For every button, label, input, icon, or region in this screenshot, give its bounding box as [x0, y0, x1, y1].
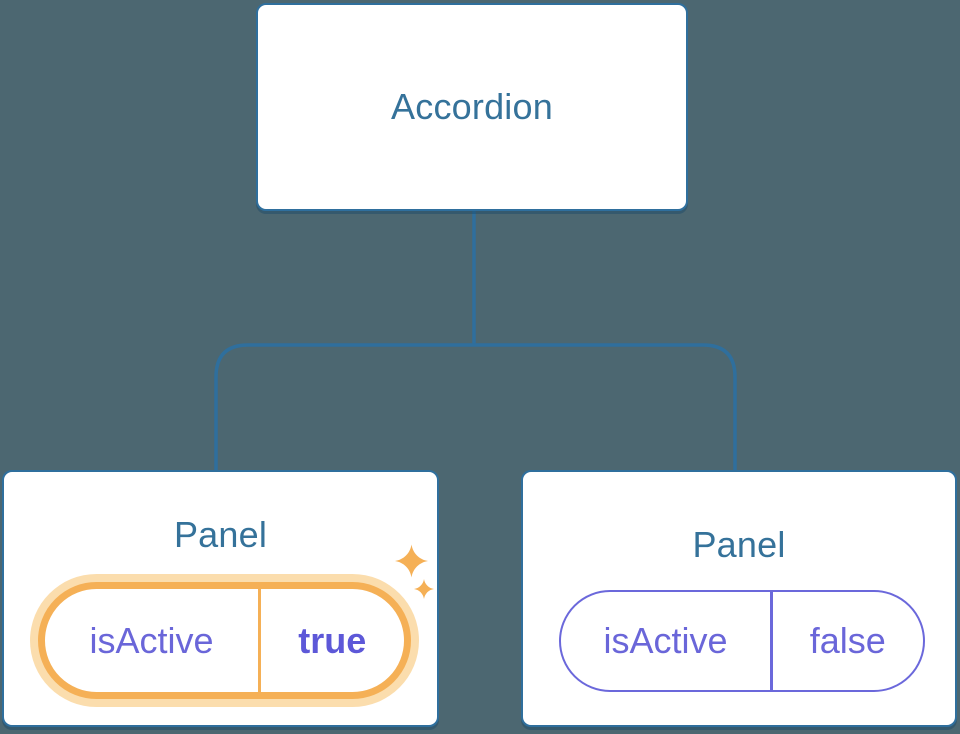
accordion-node: Accordion — [256, 3, 688, 211]
prop-value-label: false — [809, 620, 886, 661]
panel-node-inactive: Panel isActive false — [521, 470, 957, 727]
panel-node-active: Panel isActive true — [2, 470, 439, 727]
panel-node-label: Panel — [173, 514, 268, 555]
prop-pill-active: isActive true — [38, 582, 411, 699]
connector-branch — [214, 343, 737, 470]
prop-value-label: true — [298, 619, 367, 661]
prop-name-label: isActive — [603, 620, 728, 661]
prop-name-label: isActive — [89, 619, 214, 661]
sparkle-icon — [414, 579, 434, 599]
sparkle-icon — [395, 544, 428, 578]
prop-pill-inactive: isActive false — [559, 590, 925, 692]
accordion-node-label: Accordion — [391, 86, 553, 127]
pill-divider — [258, 589, 261, 692]
pill-divider — [770, 592, 773, 690]
panel-node-label: Panel — [692, 524, 786, 565]
prop-pill-active-glow: isActive true — [30, 574, 419, 707]
